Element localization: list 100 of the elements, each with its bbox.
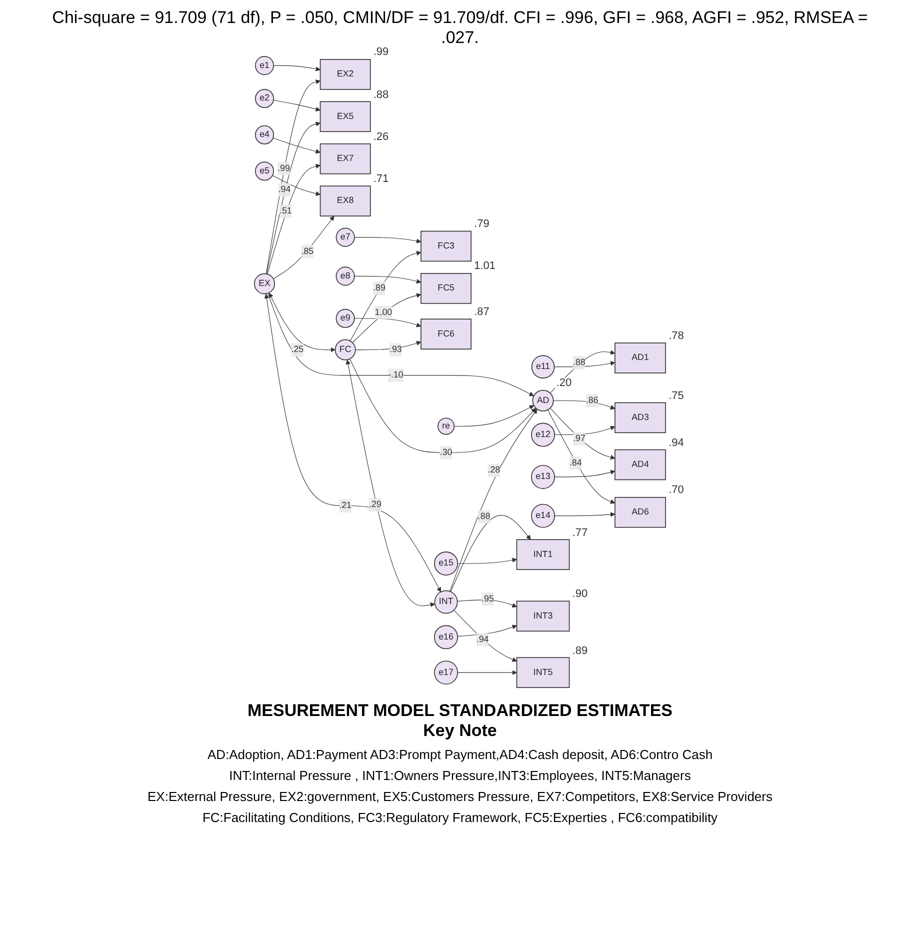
arrow: [272, 175, 320, 196]
arrow: [450, 515, 531, 592]
arrow: [268, 292, 336, 352]
node-box: FC6: [420, 318, 472, 350]
arrow: [354, 237, 422, 244]
arrow: [352, 293, 422, 344]
arrow: [273, 100, 320, 112]
node-box: EX5: [320, 101, 371, 132]
edge-label: .88: [478, 512, 490, 522]
edge-label: .28: [488, 465, 500, 475]
arrow: [350, 250, 422, 342]
arrow: [554, 426, 616, 436]
arrow: [346, 360, 436, 608]
node-circle: e4: [255, 125, 274, 144]
arrow: [550, 408, 616, 460]
edge-label: .94: [278, 184, 291, 194]
node-circle: e9: [336, 308, 355, 328]
node-box: AD6: [614, 496, 666, 528]
edge-label: .97: [573, 434, 586, 444]
arrow: [457, 558, 517, 564]
fit-statistics-title: Chi-square = 91.709 (71 df), P = .050, CMIN/DF = 91.709/df. CFI = .996, GFI = .968, AGFI = .952, RMSEA = .027.: [51, 8, 869, 47]
edge-label: .84: [569, 458, 582, 468]
arrow: [273, 65, 320, 72]
node-circle: AD: [532, 390, 554, 412]
node-circle: e12: [531, 422, 556, 447]
edge-label: -.10: [388, 370, 404, 380]
squared-multiple-correlation-value: .70: [668, 485, 685, 496]
arrow: [266, 122, 320, 274]
node-circle: e14: [531, 504, 556, 528]
arrow: [550, 350, 616, 394]
node-circle: e5: [255, 162, 274, 181]
arrow: [457, 670, 517, 675]
arrow: [554, 512, 616, 517]
key-note-text: AD:Adoption, AD1:Payment AD3:Prompt Payment,AD4:Cash deposit, AD6:Contro Cash: [206, 747, 714, 762]
arrow: [349, 358, 536, 453]
squared-multiple-correlation-value: .79: [473, 219, 490, 230]
arrow: [457, 624, 517, 637]
arrow: [553, 400, 616, 410]
squared-multiple-correlation-value: .87: [473, 307, 490, 318]
node-box: EX2: [320, 59, 371, 90]
node-box: EX7: [320, 143, 371, 174]
key-note-text: FC:Facilitating Conditions, FC3:Regulatory Framework, FC5:Experties , FC6:compatibility: [201, 810, 719, 825]
node-circle: e7: [336, 228, 355, 247]
node-circle: e8: [336, 266, 355, 286]
edge-label: .99: [278, 164, 290, 174]
squared-multiple-correlation-value: .94: [668, 438, 685, 449]
squared-multiple-correlation-value: .26: [372, 132, 390, 143]
node-circle: FC: [334, 339, 356, 360]
arrow: [450, 408, 538, 592]
squared-multiple-correlation-value: .89: [571, 646, 589, 657]
arrow: [354, 318, 422, 328]
key-note-text: INT:Internal Pressure , INT1:Owners Pressure,INT3:Employees, INT5:Managers: [228, 768, 692, 783]
arrow: [268, 292, 534, 396]
arrow: [355, 340, 422, 350]
squared-multiple-correlation-value: 1.01: [473, 261, 496, 272]
squared-multiple-correlation-value: .99: [372, 47, 390, 58]
node-circle: INT: [434, 590, 458, 614]
edge-label: .86: [586, 396, 598, 406]
node-box: INT5: [516, 657, 570, 688]
node-circle: e1: [255, 56, 274, 76]
key-note-heading: Key Note: [422, 721, 498, 741]
diagram-caption: MESUREMENT MODEL STANDARDIZED ESTIMATES: [246, 701, 674, 721]
node-circle: e11: [531, 355, 555, 378]
node-box: AD3: [614, 402, 666, 434]
arrow: [454, 405, 534, 426]
arrow: [354, 276, 422, 284]
squared-multiple-correlation-value: .77: [571, 528, 589, 539]
edge-label: .51: [280, 206, 292, 216]
squared-multiple-correlation-value: .75: [668, 390, 685, 402]
node-box: INT3: [516, 600, 570, 632]
arrow: [548, 410, 616, 504]
arrow: [554, 470, 616, 478]
edge-label: .25: [291, 344, 304, 354]
node-circle: e16: [434, 625, 458, 650]
edge-label: 1.00: [374, 308, 392, 318]
squared-multiple-correlation-value: .78: [668, 330, 685, 342]
squared-multiple-correlation-value: .90: [571, 589, 589, 600]
edge-label: .94: [476, 634, 489, 644]
node-box: INT1: [516, 539, 570, 570]
node-box: FC5: [420, 273, 472, 304]
edge-label: .93: [390, 344, 402, 354]
edge-label: .30: [440, 448, 452, 458]
key-note-text: EX:External Pressure, EX2:government, EX5:Customers Pressure, EX7:Competitors, EX8:Service Providers: [146, 789, 774, 804]
node-circle: e2: [255, 89, 274, 108]
arrow: [266, 80, 320, 274]
node-box: AD4: [614, 449, 666, 480]
node-box: FC3: [420, 230, 472, 262]
edge-label: .21: [339, 500, 352, 510]
node-box: AD1: [614, 342, 666, 374]
edge-label: .95: [482, 594, 494, 604]
arrow: [457, 600, 517, 608]
node-circle: re: [438, 418, 455, 435]
edge-label: .85: [301, 246, 314, 256]
arrow: [554, 361, 616, 368]
node-box: EX8: [320, 186, 371, 216]
edge-label: .29: [369, 500, 382, 510]
arrow: [273, 216, 334, 279]
node-circle: e13: [531, 464, 556, 489]
squared-multiple-correlation-value: .88: [372, 90, 390, 101]
node-circle: e17: [434, 660, 458, 685]
